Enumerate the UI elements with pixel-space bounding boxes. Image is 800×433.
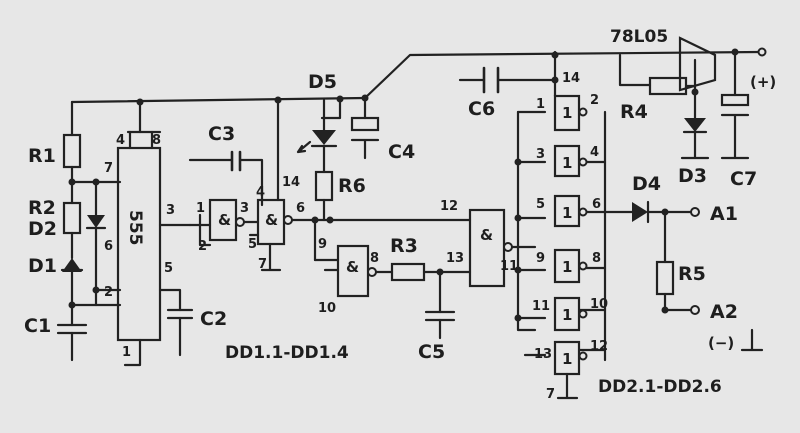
label-r4: R4 [620,101,648,123]
pin-label: 10 [590,297,608,312]
diode-d5-branch [296,96,380,222]
pin-label: 6 [104,239,113,254]
pin-label: 8 [152,133,161,148]
pin-label: 13 [446,251,464,266]
label-a2: A2 [710,301,738,323]
pin-label: 8 [370,251,379,266]
regulator-78l05 [618,36,767,160]
gate-symbol: 1 [562,154,572,172]
gate-dd1-1 [188,198,260,247]
gate-dd1-4 [468,208,537,288]
label-d2: D2 [28,218,57,240]
pin-label: 14 [562,71,580,86]
pin-label: 1 [122,345,131,360]
label-c4: C4 [388,141,415,163]
gate-symbol: 1 [562,104,572,122]
pin-label: 7 [546,387,555,402]
pin-label: 3 [240,201,249,216]
label-c1: C1 [24,315,51,337]
pin-label: 6 [592,197,601,212]
gate-symbol: & [265,211,278,229]
label-r5: R5 [678,263,706,285]
label-555: 555 [125,210,145,246]
label-c2: C2 [200,308,227,330]
capacitor-c6 [458,66,559,94]
gate-dd1-2 [248,198,317,272]
pin-label: 4 [116,133,125,148]
pin-label: 9 [318,237,327,252]
label-a1: A1 [710,203,738,225]
pin-label: 8 [592,251,601,266]
label-dd2: DD2.1-DD2.6 [598,377,722,397]
label-d3: D3 [678,165,707,187]
pin-label: 9 [536,251,545,266]
pin-label: 12 [440,199,458,214]
pin-label: 13 [534,347,552,362]
gate-dd1-3 [311,216,472,340]
gate-symbol: & [346,258,359,276]
capacitor-c3 [188,150,264,207]
pin-label: 7 [258,257,267,272]
pin-label: 5 [164,261,173,276]
label-r1: R1 [28,145,56,167]
label-d5: D5 [308,71,337,93]
label-c3: C3 [208,123,235,145]
label-plus: (+) [750,73,776,91]
pin-label: 3 [536,147,545,162]
pin-label: 1 [196,201,205,216]
pin-label: 12 [590,339,608,354]
gate-symbol: & [480,226,493,244]
pin-label: 4 [256,185,265,200]
dd2-column [514,50,607,400]
pin-label: 2 [590,93,599,108]
gate-symbol: 1 [562,350,572,368]
pin-label: 5 [536,197,545,212]
pin-label: 6 [296,201,305,216]
pin-label: 2 [104,285,113,300]
pin-label: 3 [166,203,175,218]
label-r3: R3 [390,235,418,257]
pin-label: 1 [536,97,545,112]
gate-symbol: 1 [562,204,572,222]
ic-555 [116,130,194,367]
pin-label: 11 [500,259,518,274]
gate-symbol: 1 [562,306,572,324]
supply-rail [70,50,762,202]
label-minus: (−) [708,334,734,352]
label-r2: R2 [28,197,56,219]
label-d4: D4 [632,173,661,195]
label-dd1: DD1.1-DD1.4 [225,343,349,363]
pin-label: 10 [318,301,336,316]
pin-label: 2 [198,239,207,254]
timing-network [56,133,122,362]
label-c5: C5 [418,341,445,363]
pin-label: 14 [282,175,300,190]
label-c7: C7 [730,168,757,190]
gate-symbol: 1 [562,258,572,276]
pin-label: 11 [532,299,550,314]
label-r6: R6 [338,175,366,197]
label-78l05: 78L05 [610,27,668,47]
gate-symbol: & [218,211,231,229]
pin-label: 4 [590,145,599,160]
output-stage [603,200,764,352]
pin-label: 7 [104,161,113,176]
label-c6: C6 [468,98,495,120]
label-d1: D1 [28,255,57,277]
pin-label: 5 [248,237,257,252]
